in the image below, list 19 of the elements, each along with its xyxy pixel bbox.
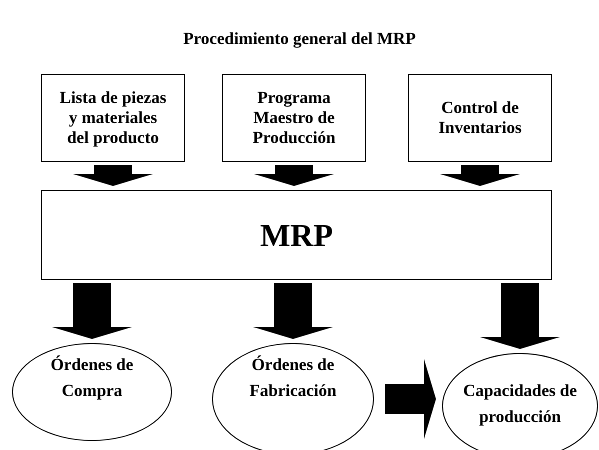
node-label: Capacidades de producción bbox=[462, 380, 578, 428]
node-label: MRP bbox=[260, 216, 333, 255]
block-arrow bbox=[440, 165, 520, 186]
node-label: Órdenes de Fabricación bbox=[249, 354, 337, 402]
process-box bbox=[41, 74, 185, 162]
block-arrow bbox=[480, 283, 560, 349]
process-box bbox=[408, 74, 552, 162]
diagram-title: Procedimiento general del MRP bbox=[182, 28, 417, 50]
block-arrow bbox=[52, 283, 132, 339]
block-arrow bbox=[73, 165, 153, 186]
block-arrow bbox=[253, 283, 333, 339]
block-arrow bbox=[385, 359, 436, 439]
process-box bbox=[222, 74, 366, 162]
node-label: Control de Inventarios bbox=[437, 98, 523, 138]
node-label: Lista de piezas y materiales del producto bbox=[58, 88, 168, 148]
node-label: Programa Maestro de Producción bbox=[252, 88, 336, 148]
process-box bbox=[41, 190, 552, 280]
node-label: Órdenes de Compra bbox=[50, 354, 134, 402]
block-arrow bbox=[254, 165, 334, 186]
